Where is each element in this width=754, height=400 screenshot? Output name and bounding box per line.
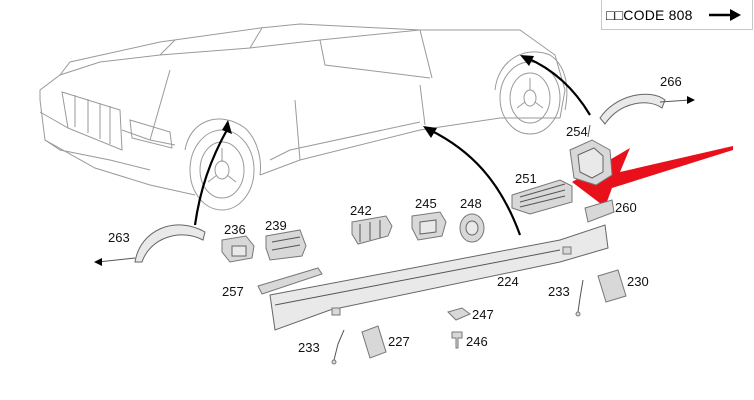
label-230: 230 — [627, 274, 649, 289]
part-266 — [599, 93, 695, 125]
label-224: 224 — [497, 274, 519, 289]
label-236: 236 — [224, 222, 246, 237]
label-242: 242 — [350, 203, 372, 218]
part-233-left — [331, 329, 345, 365]
part-263 — [94, 224, 206, 266]
label-248: 248 — [460, 196, 482, 211]
part-242 — [351, 215, 393, 245]
label-260: 260 — [615, 200, 637, 215]
part-257 — [257, 267, 323, 295]
code-label: □□CODE 808 — [606, 6, 693, 23]
callout-arrows — [193, 55, 591, 236]
right-arrow-icon — [709, 9, 741, 21]
label-239: 239 — [265, 218, 287, 233]
label-246: 246 — [466, 334, 488, 349]
label-247: 247 — [472, 307, 494, 322]
label-233-right: 233 — [548, 284, 570, 299]
part-248 — [459, 213, 485, 243]
label-263: 263 — [108, 230, 130, 245]
part-224 — [269, 224, 609, 331]
part-251 — [511, 179, 573, 215]
label-245: 245 — [415, 196, 437, 211]
label-266: 266 — [660, 74, 682, 89]
part-233-right — [575, 279, 584, 317]
part-230 — [597, 269, 627, 303]
car-outline — [39, 23, 568, 211]
label-254: 254 — [566, 124, 588, 139]
part-227 — [361, 325, 387, 359]
part-247 — [447, 307, 471, 321]
code-header: □□CODE 808 — [601, 0, 753, 30]
part-260 — [584, 199, 615, 223]
label-227: 227 — [388, 334, 410, 349]
part-246 — [451, 331, 463, 349]
part-239 — [265, 229, 307, 261]
label-257: 257 — [222, 284, 244, 299]
highlight-arrow-icon — [572, 146, 733, 207]
label-251: 251 — [515, 171, 537, 186]
part-245 — [411, 211, 447, 241]
part-254 — [569, 124, 613, 186]
label-233-left: 233 — [298, 340, 320, 355]
part-236 — [221, 235, 255, 263]
